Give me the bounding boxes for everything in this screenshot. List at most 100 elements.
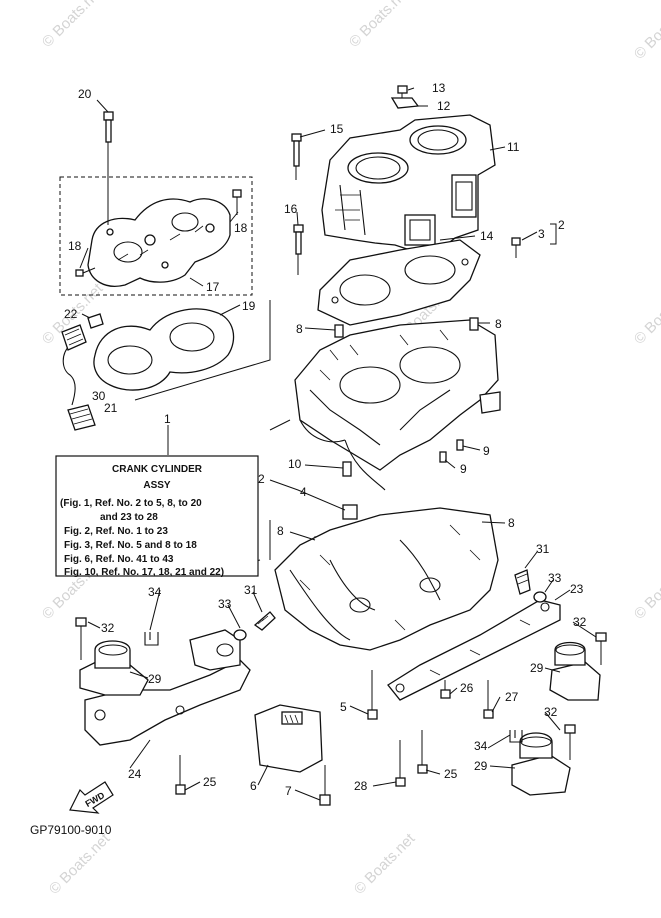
callout-labels: 20 13 12 15 11 18 16 14 3 2 18 17 19 22 …: [64, 81, 587, 798]
callout-10: 10: [288, 457, 302, 471]
bolt-25-right: [417, 730, 428, 774]
cylinder-head-group: [59, 111, 253, 296]
callout-15: 15: [330, 122, 344, 136]
mount-rubber-left: [79, 640, 149, 696]
bolt-18-left: [75, 267, 96, 277]
watermark: © Boats.net: [46, 830, 114, 898]
callout-29: 29: [530, 661, 544, 675]
callout-33: 33: [218, 597, 232, 611]
box-line: Fig. 3, Ref. No. 5 and 8 to 18: [64, 540, 197, 551]
engine-mount-bracket-left: [84, 629, 251, 746]
callout-5: 5: [340, 700, 347, 714]
bolt-27: [483, 680, 494, 719]
callout-8: 8: [495, 317, 502, 331]
callout-24: 24: [128, 767, 142, 781]
callout-27: 27: [505, 690, 519, 704]
callout-34: 34: [474, 739, 488, 753]
callout-29: 29: [148, 672, 162, 686]
clip-34-left: [144, 632, 159, 646]
spacer-33-left: [233, 629, 247, 641]
watermark: © Boats.net: [39, 0, 107, 51]
bolt-16: [293, 224, 304, 275]
engine-mount-bracket-right: [387, 599, 561, 701]
callout-12: 12: [437, 99, 451, 113]
callout-26: 26: [460, 681, 474, 695]
callout-25: 25: [444, 767, 458, 781]
callout-2: 2: [558, 218, 565, 232]
cylinder-block: [291, 85, 521, 275]
callout-31: 31: [244, 583, 258, 597]
callout-4: 4: [300, 485, 307, 499]
callout-25: 25: [203, 775, 217, 789]
watermark: © Boats.net: [631, 0, 661, 63]
mount-block-6: [254, 704, 323, 773]
clip-34-right: [509, 730, 523, 743]
callout-8: 8: [296, 322, 303, 336]
callout-8: 8: [277, 524, 284, 538]
callout-34: 34: [148, 585, 162, 599]
callout-19: 19: [242, 299, 256, 313]
watermark: © Boats.net: [351, 830, 419, 898]
callout-11: 11: [507, 140, 520, 154]
callout-17: 17: [206, 280, 220, 294]
head-dashed-box: [59, 176, 253, 296]
cover-12: [390, 97, 420, 109]
callout-33: 33: [548, 571, 562, 585]
cylinder-head: [87, 198, 231, 287]
bolt-15: [291, 133, 302, 180]
bolt-7: [319, 765, 331, 806]
callout-3: 3: [538, 227, 545, 241]
bolt-26: [440, 680, 451, 699]
callout-14: 14: [480, 229, 494, 243]
diagram-code: GP79100-9010: [30, 823, 112, 837]
callout-31: 31: [536, 542, 550, 556]
watermark: © Boats.net: [631, 280, 661, 348]
box-title: CRANK CYLINDER: [112, 464, 203, 475]
callout-30: 30: [92, 389, 106, 403]
callout-13: 13: [432, 81, 446, 95]
bolt-32-left: [75, 617, 87, 660]
callout-9: 9: [483, 444, 490, 458]
mount-rubber-right-upper: [549, 641, 601, 701]
box-line: (Fig. 1, Ref. No. 2 to 5, 8, to 20: [60, 498, 202, 509]
box-line: Fig. 10, Ref. No. 17, 18, 21 and 22): [64, 567, 224, 578]
watermark: © Boats.net: [631, 555, 661, 623]
callout-1: 1: [164, 412, 171, 426]
box-line: Fig. 6, Ref. No. 41 to 43: [64, 554, 174, 565]
head-gasket: [93, 308, 235, 391]
callout-8: 8: [508, 516, 515, 530]
spacer-33-right: [533, 591, 547, 603]
bolt-3: [511, 237, 521, 258]
bolt-5: [367, 670, 378, 720]
callout-28: 28: [354, 779, 368, 793]
hose-assembly: [61, 313, 104, 431]
lower-crankcase: [274, 507, 499, 651]
callout-22: 22: [64, 307, 78, 321]
bolt-28: [395, 740, 406, 787]
callout-18: 18: [234, 221, 248, 235]
leader-lines: [79, 87, 597, 801]
callout-29: 29: [474, 759, 488, 773]
callout-6: 6: [250, 779, 257, 793]
crank-cylinder-note-box: CRANK CYLINDER ASSY (Fig. 1, Ref. No. 2 …: [55, 455, 259, 578]
callout-32: 32: [544, 705, 558, 719]
stud-31-left: [253, 611, 276, 631]
callout-7: 7: [285, 784, 292, 798]
callout-16: 16: [284, 202, 298, 216]
box-line: and 23 to 28: [100, 512, 158, 523]
callout-18: 18: [68, 239, 82, 253]
bolt-18-right: [232, 189, 242, 215]
callout-23: 23: [570, 582, 584, 596]
box-line: Fig. 2, Ref. No. 1 to 23: [64, 526, 168, 537]
bolt-32-right-upper: [595, 632, 607, 665]
box-subtitle: ASSY: [143, 480, 171, 491]
upper-crankcase: [294, 319, 501, 491]
callout-20: 20: [78, 87, 92, 101]
bolt-25-left: [175, 755, 186, 795]
callout-9: 9: [460, 462, 467, 476]
forward-arrow-icon: FWD: [69, 781, 114, 814]
callout-32: 32: [573, 615, 587, 629]
bolt-20: [103, 111, 114, 225]
callout-21: 21: [104, 401, 118, 415]
